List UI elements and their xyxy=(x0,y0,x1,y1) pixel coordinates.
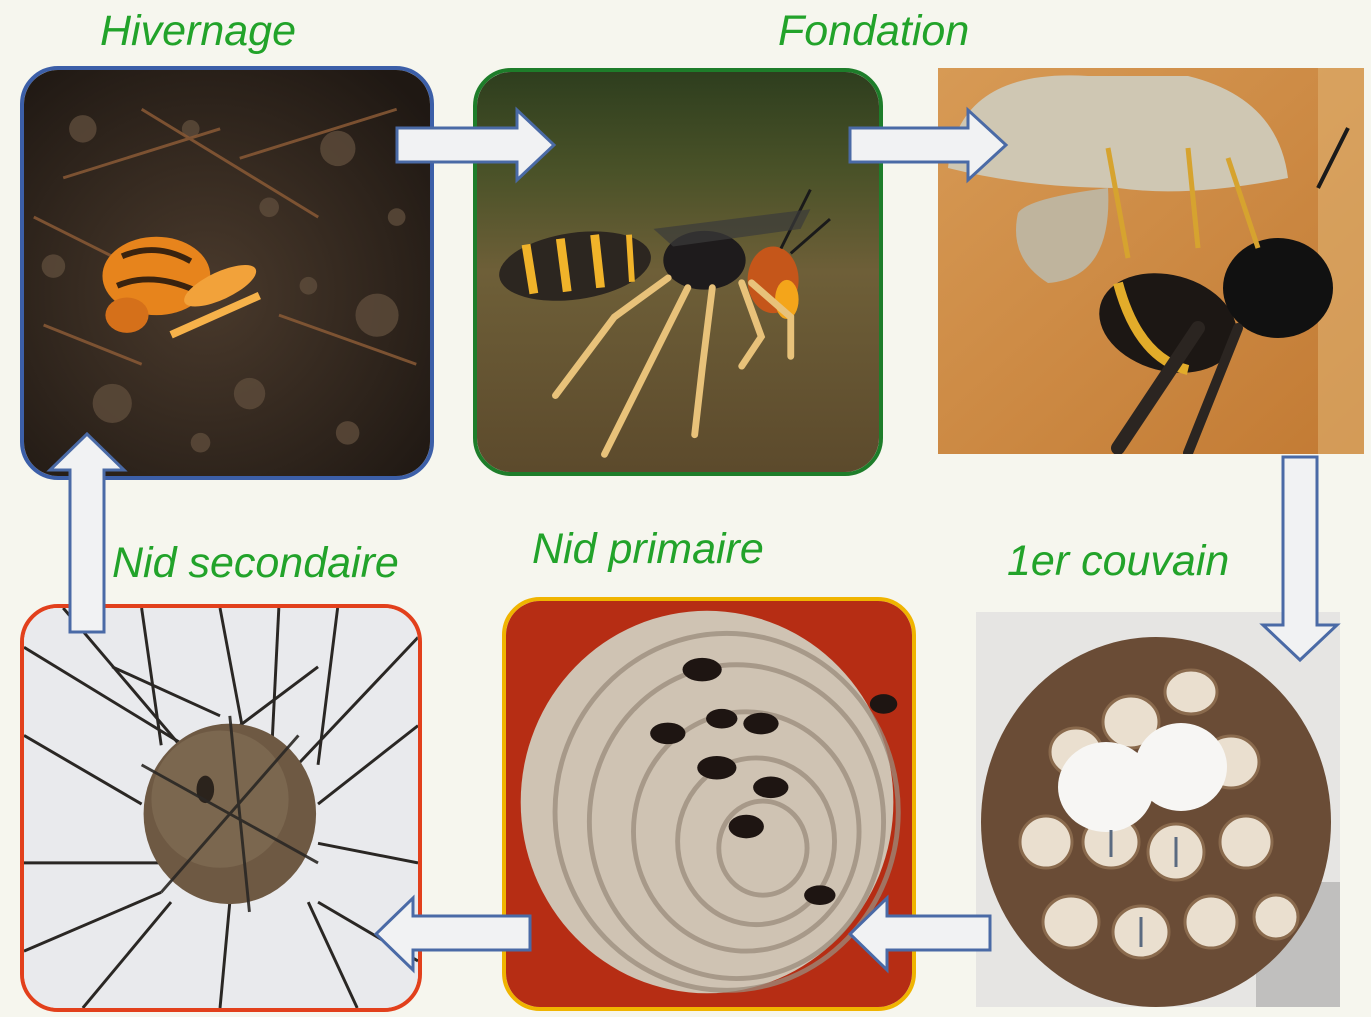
queen-building-nest-photo xyxy=(938,68,1364,454)
label-nid-primaire: Nid primaire xyxy=(532,528,764,571)
label-nid-secondaire: Nid secondaire xyxy=(112,542,399,585)
secondary-nest-in-tree-photo xyxy=(20,604,422,1012)
label-fondation: Fondation xyxy=(778,10,969,53)
label-1er-couvain: 1er couvain xyxy=(1007,540,1229,583)
hibernating-queen-hornet-photo xyxy=(20,66,434,480)
primary-nest-photo xyxy=(502,597,916,1011)
flying-queen-hornet-photo xyxy=(473,68,883,476)
first-brood-comb-photo xyxy=(976,612,1340,1007)
label-hivernage: Hivernage xyxy=(100,10,296,53)
